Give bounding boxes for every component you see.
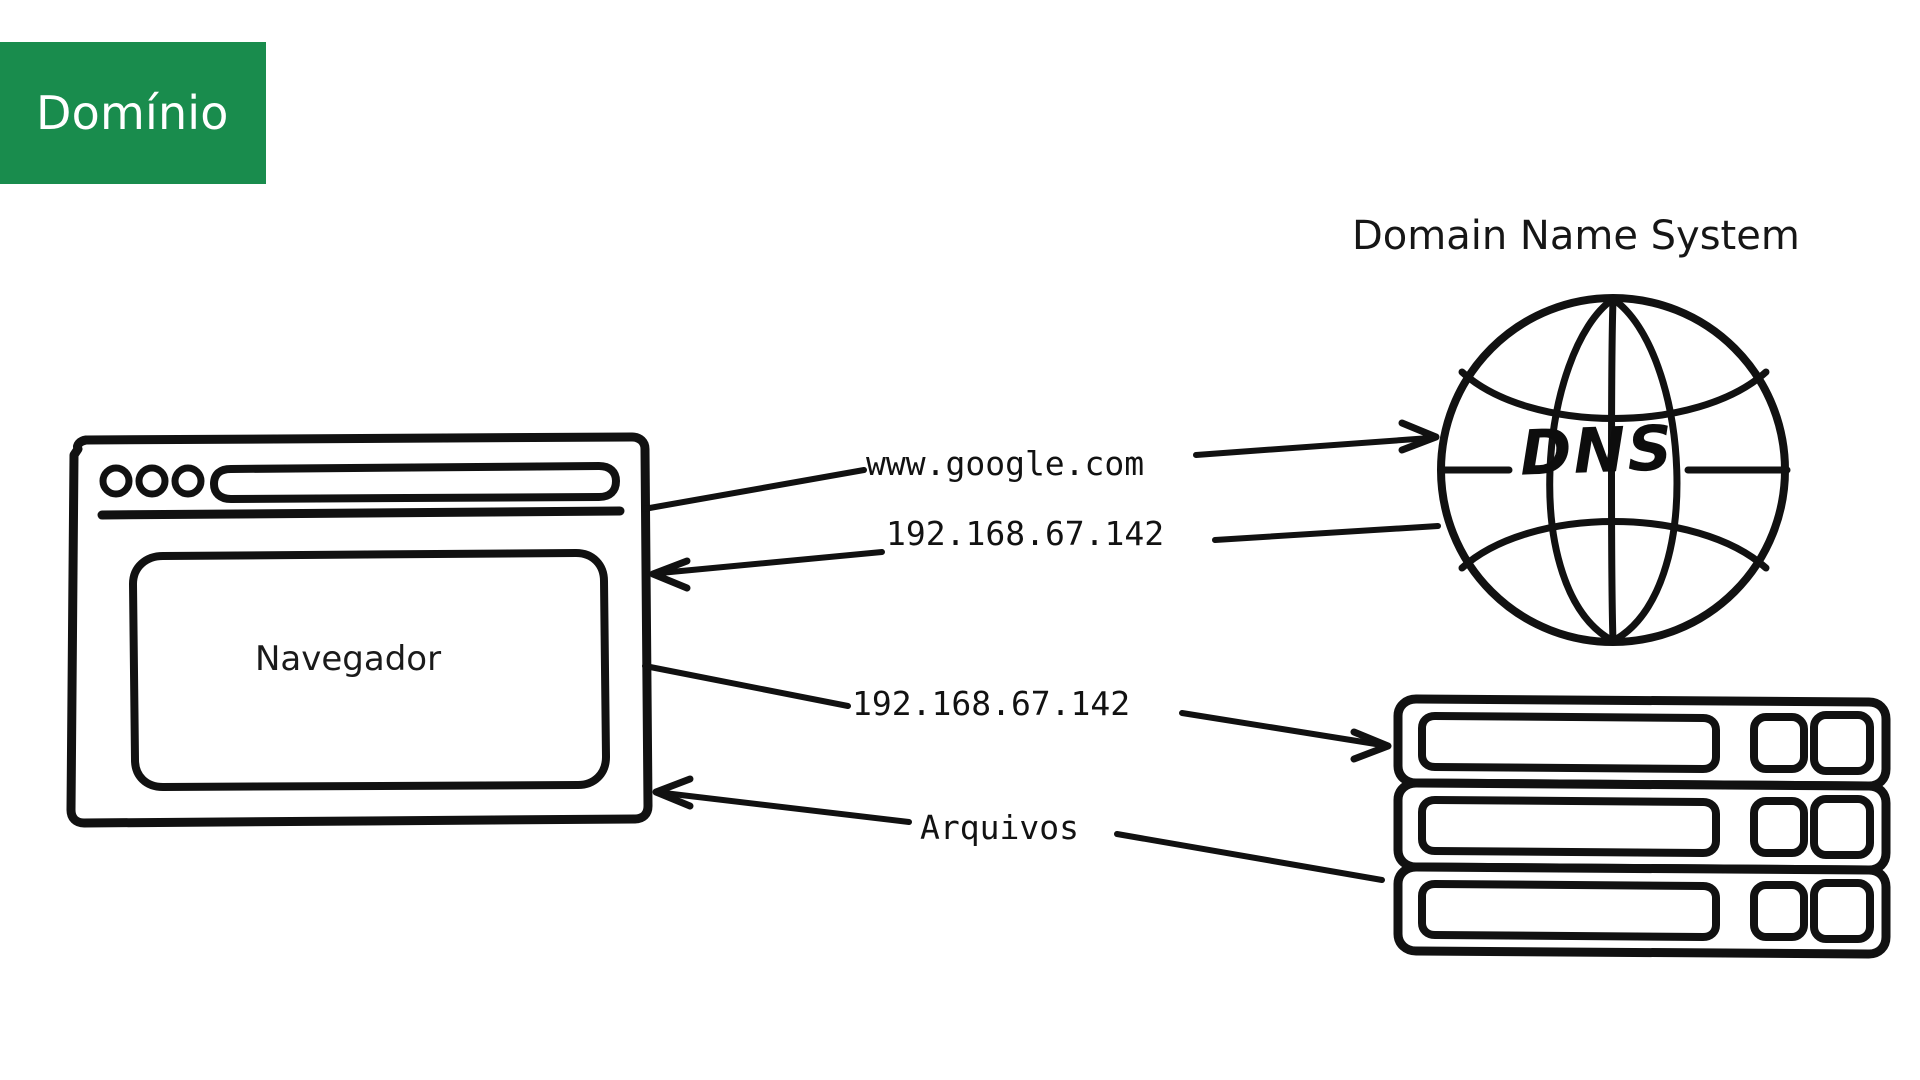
browser-caption: Navegador <box>255 639 442 679</box>
server-led-small <box>1750 881 1808 941</box>
server-led-large <box>1810 795 1874 859</box>
server-stack[interactable] <box>1393 694 1891 959</box>
globe-meridian-right <box>1609 295 1681 645</box>
address-bar[interactable] <box>210 462 620 503</box>
edge-www-segment-left <box>641 467 867 512</box>
edge-label-ip-to-browser: 192.168.67.142 <box>886 514 1165 553</box>
toolbar-divider <box>97 506 625 520</box>
edge-ip-segment-right <box>1212 523 1441 543</box>
edge-label-www-google-com: www.google.com <box>866 444 1145 483</box>
globe-latitude-north <box>1458 368 1770 422</box>
edge-label-ip-to-server: 192.168.67.142 <box>852 684 1131 723</box>
browser-window[interactable] <box>66 432 653 828</box>
server-drive-bay <box>1418 712 1720 773</box>
edge-label-arquivos: Arquivos <box>920 808 1079 847</box>
slide-title-text: Domínio <box>36 86 229 140</box>
edge-ip-to-browser <box>653 523 1441 588</box>
window-dot-maximize-icon[interactable] <box>171 464 205 498</box>
server-led-large <box>1810 879 1874 943</box>
server-led-large <box>1810 711 1874 775</box>
server-led-small <box>1750 713 1808 773</box>
window-dot-close-icon[interactable] <box>99 464 133 498</box>
server-unit[interactable] <box>1393 778 1891 875</box>
edge-arquivos-segment-left <box>661 790 912 825</box>
edge-ipsrv-segment-left <box>642 663 851 709</box>
edge-ip-to-server <box>642 663 1388 759</box>
dns-globe-label: DNS <box>1518 411 1676 490</box>
browser-viewport[interactable] <box>129 549 610 791</box>
edge-arquivos-to-browser <box>656 779 1385 883</box>
server-drive-bay <box>1418 796 1720 857</box>
edge-www-google-com <box>641 423 1436 512</box>
window-control-dots[interactable] <box>99 464 205 498</box>
dns-heading: Domain Name System <box>1352 213 1800 259</box>
server-unit[interactable] <box>1393 694 1891 791</box>
edge-www-segment-right <box>1193 435 1433 458</box>
edge-arquivos-segment-right <box>1114 831 1385 883</box>
window-dot-minimize-icon[interactable] <box>135 464 169 498</box>
edge-ipsrv-segment-right <box>1179 710 1385 748</box>
globe-meridian-center <box>1608 296 1617 645</box>
server-unit[interactable] <box>1393 862 1891 959</box>
edge-ip-segment-left <box>657 549 885 576</box>
globe-meridian-left <box>1546 295 1617 645</box>
globe-latitude-south <box>1458 518 1770 572</box>
dns-globe[interactable] <box>1437 294 1791 646</box>
server-led-small <box>1750 797 1808 857</box>
server-drive-bay <box>1418 880 1720 941</box>
slide-title-banner: Domínio <box>0 42 266 184</box>
